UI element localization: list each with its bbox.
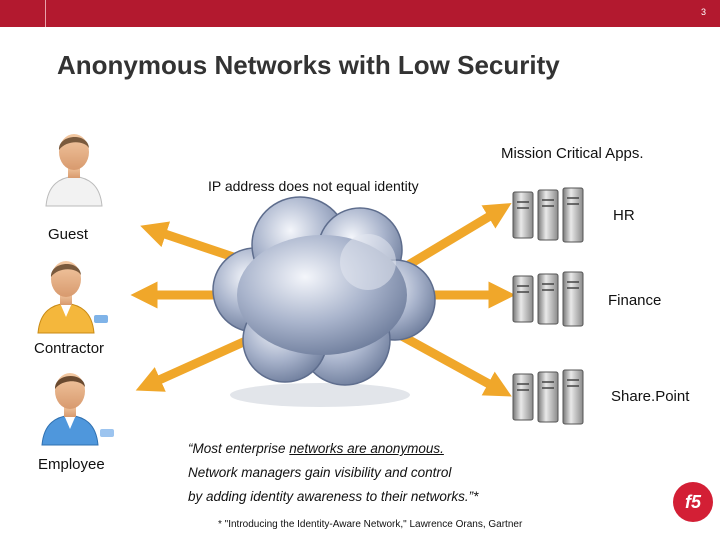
- quote-line-1-prefix: “Most enterprise: [188, 441, 290, 456]
- app-label-sharepoint: Share.Point: [611, 388, 690, 405]
- server-rack-icon-hr: [512, 187, 584, 243]
- page-number: 3: [700, 7, 706, 17]
- quote-line-1-underlined: networks are anonymous.: [289, 441, 444, 456]
- top-bar-divider: [45, 0, 46, 27]
- contractor-user-icon: [37, 261, 108, 334]
- app-label-hr: HR: [613, 207, 635, 224]
- arrow-hr: [397, 203, 512, 274]
- footnote: * "Introducing the Identity-Aware Networ…: [218, 519, 523, 530]
- network-caption: IP address does not equal identity: [208, 178, 419, 194]
- app-label-finance: Finance: [608, 292, 662, 309]
- top-bar: 3: [0, 0, 720, 27]
- arrow-sharepoint: [397, 331, 512, 397]
- employee-user-icon: [41, 373, 114, 446]
- f5-logo-icon: f5: [673, 482, 713, 522]
- quote-line-1: “Most enterprise networks are anonymous.: [188, 437, 478, 461]
- server-rack-icon-finance: [512, 271, 584, 327]
- server-rack-icon-sharepoint: [512, 369, 584, 425]
- user-label-employee: Employee: [38, 456, 105, 473]
- cloud-icon: [212, 196, 436, 407]
- slide-title: Anonymous Networks with Low Security: [57, 50, 560, 80]
- user-label-guest: Guest: [48, 226, 89, 243]
- quote-block: “Most enterprise networks are anonymous.…: [188, 437, 478, 509]
- quote-line-3: by adding identity awareness to their ne…: [188, 489, 479, 504]
- apps-heading: Mission Critical Apps.: [501, 145, 644, 162]
- quote-line-2: Network managers gain visibility and con…: [188, 465, 452, 480]
- user-label-contractor: Contractor: [34, 340, 105, 357]
- guest-user-icon: [45, 134, 103, 207]
